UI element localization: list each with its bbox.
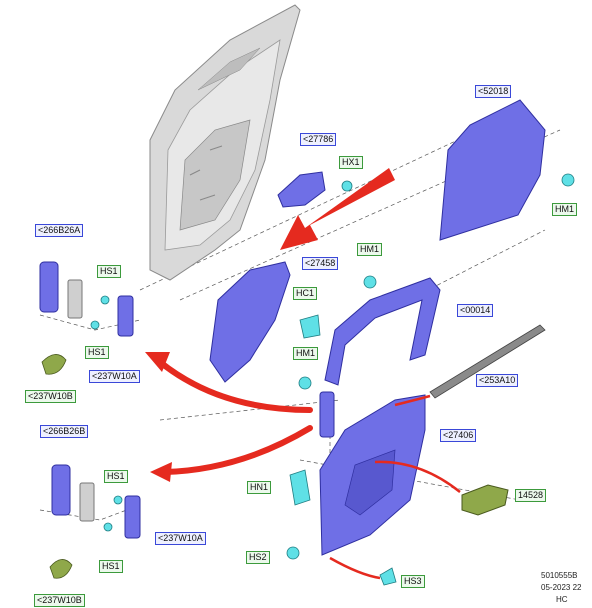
switch-14528 (461, 484, 509, 516)
callout-hx1: HX1 (339, 156, 363, 169)
callout-hm1-mid: HM1 (357, 243, 383, 256)
clip-hs1-a (100, 295, 110, 305)
handle-assembly-upper (39, 261, 134, 337)
clip-hs1-c (113, 495, 123, 505)
clip-hn1 (289, 469, 311, 506)
callout-253a10: <253A10 (476, 374, 519, 387)
clip-hc1 (299, 314, 321, 339)
drawing-initials: HC (556, 595, 568, 604)
callout-27458: <27458 (302, 257, 339, 270)
trim-27458 (209, 261, 291, 383)
clips (90, 173, 575, 586)
red-arrowhead-upper (145, 352, 170, 372)
panel-52018 (439, 99, 546, 241)
clip-hs1-d (103, 522, 113, 532)
red-arrowhead-lower (150, 462, 172, 482)
red-arrow-lower-curve (162, 425, 313, 475)
handle-cover (319, 391, 335, 438)
callout-hn1: HN1 (247, 481, 272, 494)
trim-panel-27406-pocket (344, 449, 396, 516)
clip-hx1 (341, 180, 353, 192)
callout-266b26b: <266B26B (40, 425, 89, 438)
callout-00014: <00014 (457, 304, 494, 317)
red-thin-arrows (329, 394, 461, 580)
callout-hs1-d: HS1 (99, 560, 123, 573)
callout-hm1-top: HM1 (552, 203, 578, 216)
weatherstrip-253a10 (429, 324, 546, 399)
callout-hm1-low: HM1 (293, 347, 319, 360)
clip-hm1-mid (363, 275, 377, 289)
drawing-code: 5010555B (541, 571, 578, 580)
red-arrow-top (280, 168, 395, 250)
callout-14528: 14528 (515, 489, 547, 502)
red-curved-arrows (157, 359, 313, 475)
clip-hm1-top (561, 173, 575, 187)
callout-hc1: HC1 (293, 287, 318, 300)
callout-hs1-b: HS1 (85, 346, 109, 359)
callout-hs3: HS3 (401, 575, 425, 588)
drawing-date: 05-2023 22 (541, 583, 582, 592)
callout-237w10a-b: <237W10A (155, 532, 206, 545)
clip-hs3 (379, 567, 397, 586)
callout-237w10a-a: <237W10A (89, 370, 140, 383)
callout-hs2: HS2 (246, 551, 270, 564)
callout-hs1-a: HS1 (97, 265, 121, 278)
frame-00014 (324, 277, 441, 386)
red-arrow-upper-curve (157, 359, 313, 413)
callout-237w10b-a: <237W10B (25, 390, 76, 403)
clip-hs2 (286, 546, 300, 560)
clip-hm1-low (298, 376, 312, 390)
cap-237w10b-lower (49, 559, 73, 579)
door-body-shell (149, 4, 301, 281)
callout-237w10b-b: <237W10B (34, 594, 85, 607)
cap-237w10b-upper (41, 354, 67, 375)
callout-266b26a: <266B26A (35, 224, 84, 237)
callout-27406: <27406 (440, 429, 477, 442)
callout-52018: <52018 (475, 85, 512, 98)
clip-hs1-b (90, 320, 100, 330)
handle-assembly-lower (51, 464, 141, 539)
bracket-27786 (277, 171, 326, 208)
callout-27786: <27786 (300, 133, 337, 146)
callout-hs1-c: HS1 (104, 470, 128, 483)
